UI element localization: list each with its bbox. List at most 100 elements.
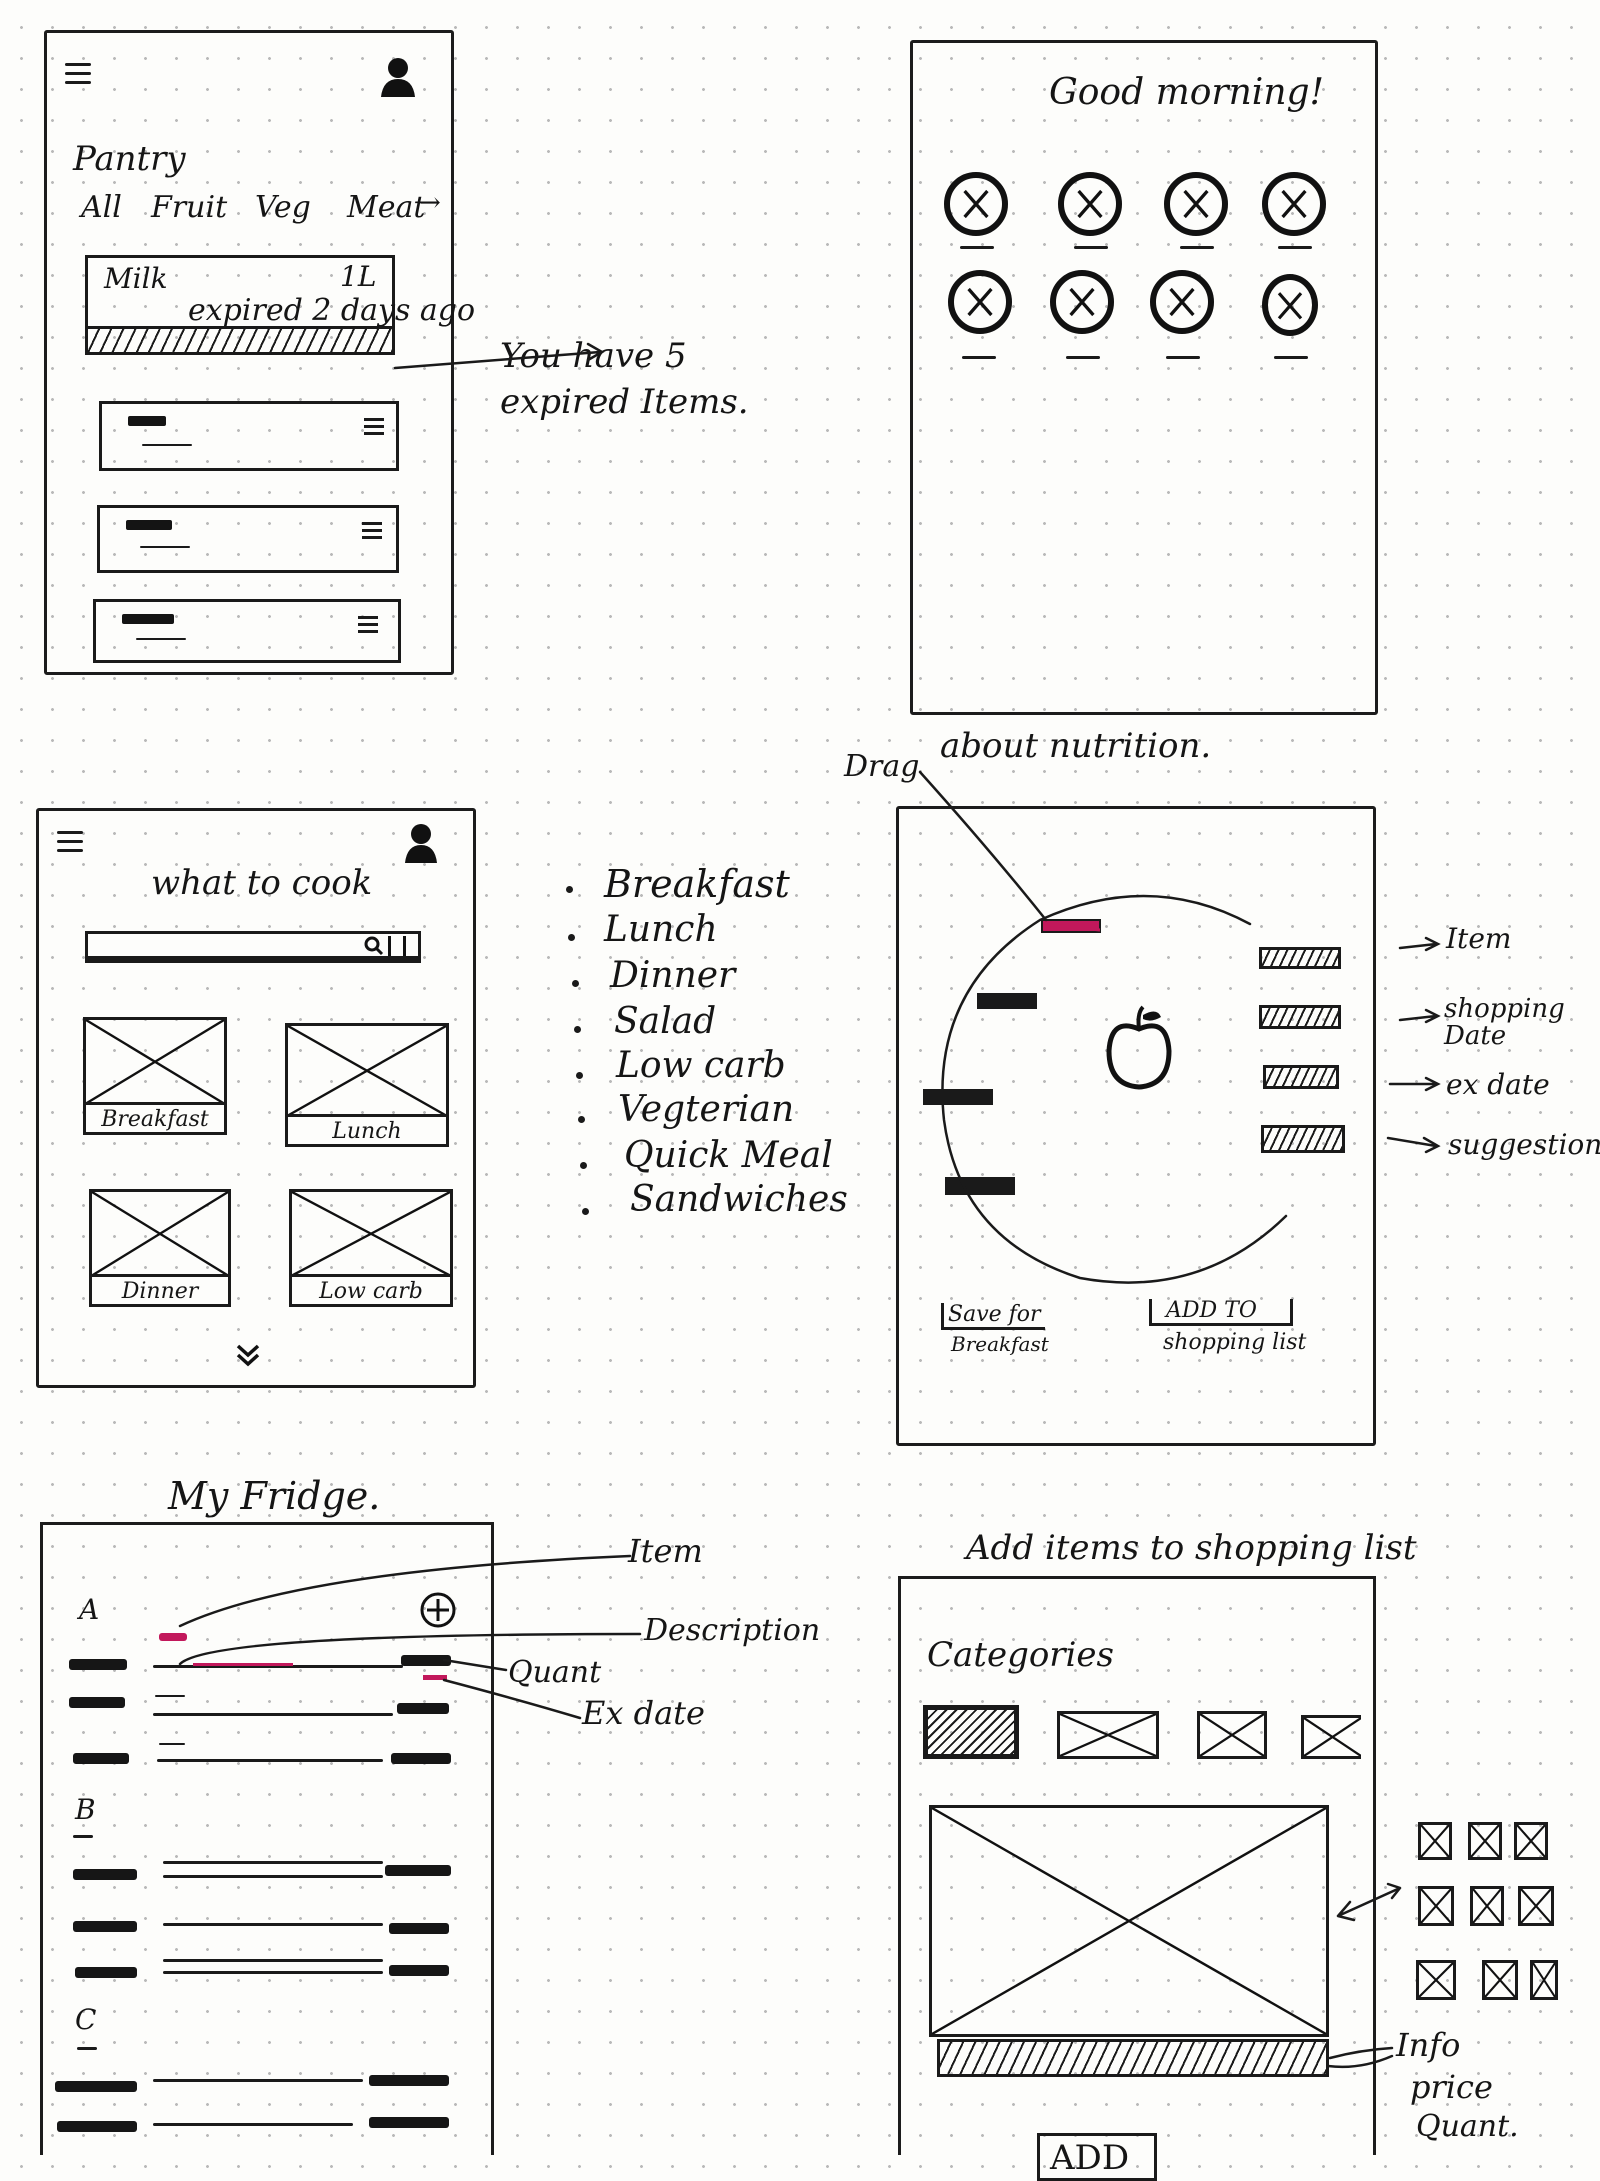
category-tile[interactable] [1057,1711,1159,1759]
home-screen: Good morning! [910,40,1378,715]
recipe-tile-lunch[interactable]: Lunch [285,1023,449,1147]
fridge-row-item[interactable] [57,2121,137,2132]
category-placeholder-icon[interactable] [1164,172,1228,236]
category-placeholder-icon[interactable] [1262,274,1318,336]
expired-item-card[interactable]: Milk 1L expired 2 days ago [85,255,475,355]
category-tile[interactable] [1301,1715,1361,1759]
nutrition-shopping-date-slot[interactable] [1259,1005,1341,1029]
connector-ex-date [1388,1076,1441,1092]
recipe-tile-breakfast[interactable]: Breakfast [83,1017,227,1135]
fridge-row-item[interactable] [75,1967,137,1978]
fridge-row-subline [159,1743,185,1745]
filter-icon[interactable] [388,936,406,956]
fridge-row-item[interactable] [69,1659,127,1670]
tabs-more-arrow-icon[interactable]: → [419,188,441,218]
product-thumbnail[interactable] [1518,1886,1554,1926]
product-thumbnail[interactable] [1470,1886,1504,1926]
product-thumbnail[interactable] [1416,1960,1456,2000]
button-line-1: Save for [941,1302,1045,1331]
annotation-quant: Quant. [1416,2109,1519,2144]
draggable-chip[interactable] [945,1177,1015,1195]
category-placeholder-icon[interactable] [1058,172,1122,236]
fridge-row-item[interactable] [73,1869,137,1880]
pantry-item-row[interactable] [99,401,399,471]
pantry-screen: Pantry All Fruit Veg Meat → Milk 1L expi… [44,30,475,675]
hamburger-menu-icon[interactable] [65,63,91,90]
list-bullet [576,1072,583,1079]
pantry-item-row[interactable] [97,505,399,573]
profile-avatar-icon[interactable] [401,821,441,865]
add-to-shopping-list-button[interactable]: ADD TO shopping list [1149,1298,1319,1359]
draggable-chip[interactable] [977,993,1037,1009]
profile-avatar-icon[interactable] [377,55,419,99]
categories-label: Categories [927,1635,1114,1675]
product-thumbnail[interactable] [1530,1960,1558,2000]
drag-handle-icon[interactable] [362,522,382,543]
draggable-chip[interactable] [923,1089,993,1105]
draggable-chip[interactable] [1041,919,1101,933]
search-icon[interactable] [364,936,384,956]
chevron-down-icon[interactable] [235,1343,261,1367]
fridge-row-description-highlight [193,1663,293,1666]
icon-label-line [960,246,994,249]
category-placeholder-icon[interactable] [1150,270,1214,334]
category-tile[interactable] [1197,1711,1267,1759]
hamburger-menu-icon[interactable] [57,831,83,858]
product-thumbnail[interactable] [1418,1886,1454,1926]
product-thumbnail[interactable] [1468,1822,1502,1860]
expiry-progress-bar [88,326,392,352]
fridge-row-item[interactable] [73,1753,129,1764]
product-thumbnail[interactable] [1418,1822,1452,1860]
nutrition-item-slot[interactable] [1259,947,1341,969]
nutrition-suggestion-slot[interactable] [1261,1125,1345,1153]
tab-veg[interactable]: Veg [255,190,311,225]
fridge-row-quantity [397,1703,449,1714]
fridge-row-item[interactable] [73,1921,137,1932]
recipe-search-bar[interactable] [85,931,421,963]
row-label-block [128,416,166,426]
list-bullet [580,1162,587,1169]
tile-label: Lunch [332,1119,402,1144]
category-placeholder-icon[interactable] [1050,270,1114,334]
add-button[interactable]: ADD [1037,2133,1157,2181]
fridge-row-description [163,1861,383,1864]
category-selected[interactable] [923,1705,1019,1759]
fridge-row-description [153,1665,403,1668]
fridge-row-item[interactable] [55,2081,137,2092]
list-bullet [572,980,579,987]
item-name-marker [159,1633,187,1641]
product-image-placeholder[interactable] [929,1805,1329,2037]
product-info-bar [937,2039,1329,2077]
fridge-row-item[interactable] [69,1697,125,1708]
annotation-suggestion: suggestion [1448,1128,1600,1161]
tab-fruit[interactable]: Fruit [151,190,228,225]
drag-handle-icon[interactable] [358,616,378,637]
fridge-row-description [157,1759,383,1762]
list-bullet [578,1116,585,1123]
list-item: Lunch [604,909,718,950]
add-item-plus-icon[interactable] [419,1591,457,1629]
product-thumbnail[interactable] [1482,1960,1518,2000]
pantry-item-row[interactable] [93,599,401,663]
category-placeholder-icon[interactable] [948,270,1012,334]
tile-caption: Lunch [288,1114,446,1144]
recipe-screen: what to cook Breakfast Lunch Dinner Low … [36,808,476,1388]
recipe-tile-dinner[interactable]: Dinner [89,1189,231,1307]
annotation-fridge-item: Item [628,1532,703,1570]
section-header-c: C [75,2003,97,2036]
nutrition-ex-date-slot[interactable] [1263,1065,1339,1089]
fridge-row-quantity [369,2075,449,2086]
recipe-tile-low-carb[interactable]: Low carb [289,1189,453,1307]
product-thumbnail[interactable] [1514,1822,1548,1860]
save-for-breakfast-button[interactable]: Save for Breakfast [939,1302,1069,1359]
list-item: Quick Meal [624,1135,833,1176]
tab-all[interactable]: All [81,190,122,225]
connector-item [1398,936,1441,952]
nutrition-heading: about nutrition. [940,726,1212,766]
fridge-row-description [163,1959,383,1962]
category-placeholder-icon[interactable] [944,172,1008,236]
category-placeholder-icon[interactable] [1262,172,1326,236]
tab-meat[interactable]: Meat [347,190,426,225]
fridge-row-description [153,2079,363,2082]
drag-handle-icon[interactable] [364,418,384,439]
